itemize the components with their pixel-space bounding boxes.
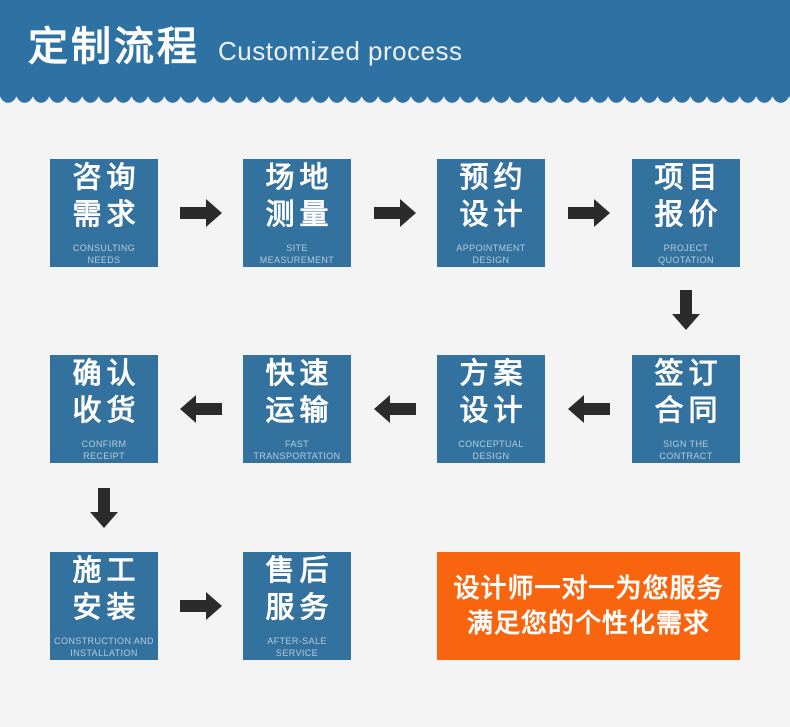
step-site-measurement: 场地 测量 SITE MEASUREMENT (243, 159, 351, 267)
step-label-en: CONFIRM RECEIPT (81, 439, 127, 461)
arrow-left-icon (568, 395, 610, 423)
arrow-right-icon (374, 199, 416, 227)
step-label-en: SIGN THE CONTRACT (659, 439, 713, 461)
step-label-en: FAST TRANSPORTATION (253, 439, 341, 461)
step-label-zh: 项目 报价 (654, 162, 723, 231)
service-banner-line1: 设计师一对一为您服务 (453, 573, 724, 603)
step-label-en: CONSTRUCTION AND INSTALLATION (54, 636, 154, 658)
arrow-right-icon (180, 592, 222, 620)
step-label-en: PROJECT QUOTATION (658, 243, 714, 265)
step-label-en: CONSULTING NEEDS (72, 243, 136, 265)
arrow-right-icon (568, 199, 610, 227)
step-construction-installation: 施工 安装 CONSTRUCTION AND INSTALLATION (50, 552, 158, 660)
arrow-left-icon (374, 395, 416, 423)
step-fast-transportation: 快速 运输 FAST TRANSPORTATION (243, 355, 351, 463)
step-label-zh: 咨询 需求 (72, 162, 141, 231)
step-conceptual-design: 方案 设计 CONCEPTUAL DESIGN (437, 355, 545, 463)
arrow-left-icon (180, 395, 222, 423)
step-appointment-design: 预约 设计 APPOINTMENT DESIGN (437, 159, 545, 267)
step-label-zh: 施工 安装 (72, 555, 141, 624)
step-label-en: APPOINTMENT DESIGN (456, 243, 526, 265)
page-subtitle: Customized process (218, 36, 463, 66)
service-banner: 设计师一对一为您服务 满足您的个性化需求 (437, 552, 740, 660)
arrow-right-icon (180, 199, 222, 227)
step-label-en: SITE MEASUREMENT (259, 243, 335, 265)
step-confirm-receipt: 确认 收货 CONFIRM RECEIPT (50, 355, 158, 463)
step-label-en: CONCEPTUAL DESIGN (458, 439, 524, 461)
service-banner-line2: 满足您的个性化需求 (466, 608, 710, 638)
step-label-zh: 签订 合同 (654, 358, 723, 427)
step-label-zh: 售后 服务 (265, 555, 334, 624)
scalloped-wave-edge (0, 90, 790, 104)
page-title: 定制流程 (28, 25, 200, 69)
step-label-zh: 确认 收货 (72, 358, 141, 427)
step-label-zh: 预约 设计 (459, 162, 528, 231)
step-sign-contract: 签订 合同 SIGN THE CONTRACT (632, 355, 740, 463)
step-consulting-needs: 咨询 需求 CONSULTING NEEDS (50, 159, 158, 267)
arrow-down-icon (90, 488, 118, 528)
header-banner: 定制流程 Customized process (0, 0, 790, 90)
step-label-zh: 快速 运输 (265, 358, 334, 427)
step-label-en: AFTER-SALE SERVICE (267, 636, 327, 658)
step-project-quotation: 项目 报价 PROJECT QUOTATION (632, 159, 740, 267)
step-after-sale-service: 售后 服务 AFTER-SALE SERVICE (243, 552, 351, 660)
arrow-down-icon (672, 290, 700, 330)
step-label-zh: 方案 设计 (459, 358, 528, 427)
step-label-zh: 场地 测量 (265, 162, 334, 231)
